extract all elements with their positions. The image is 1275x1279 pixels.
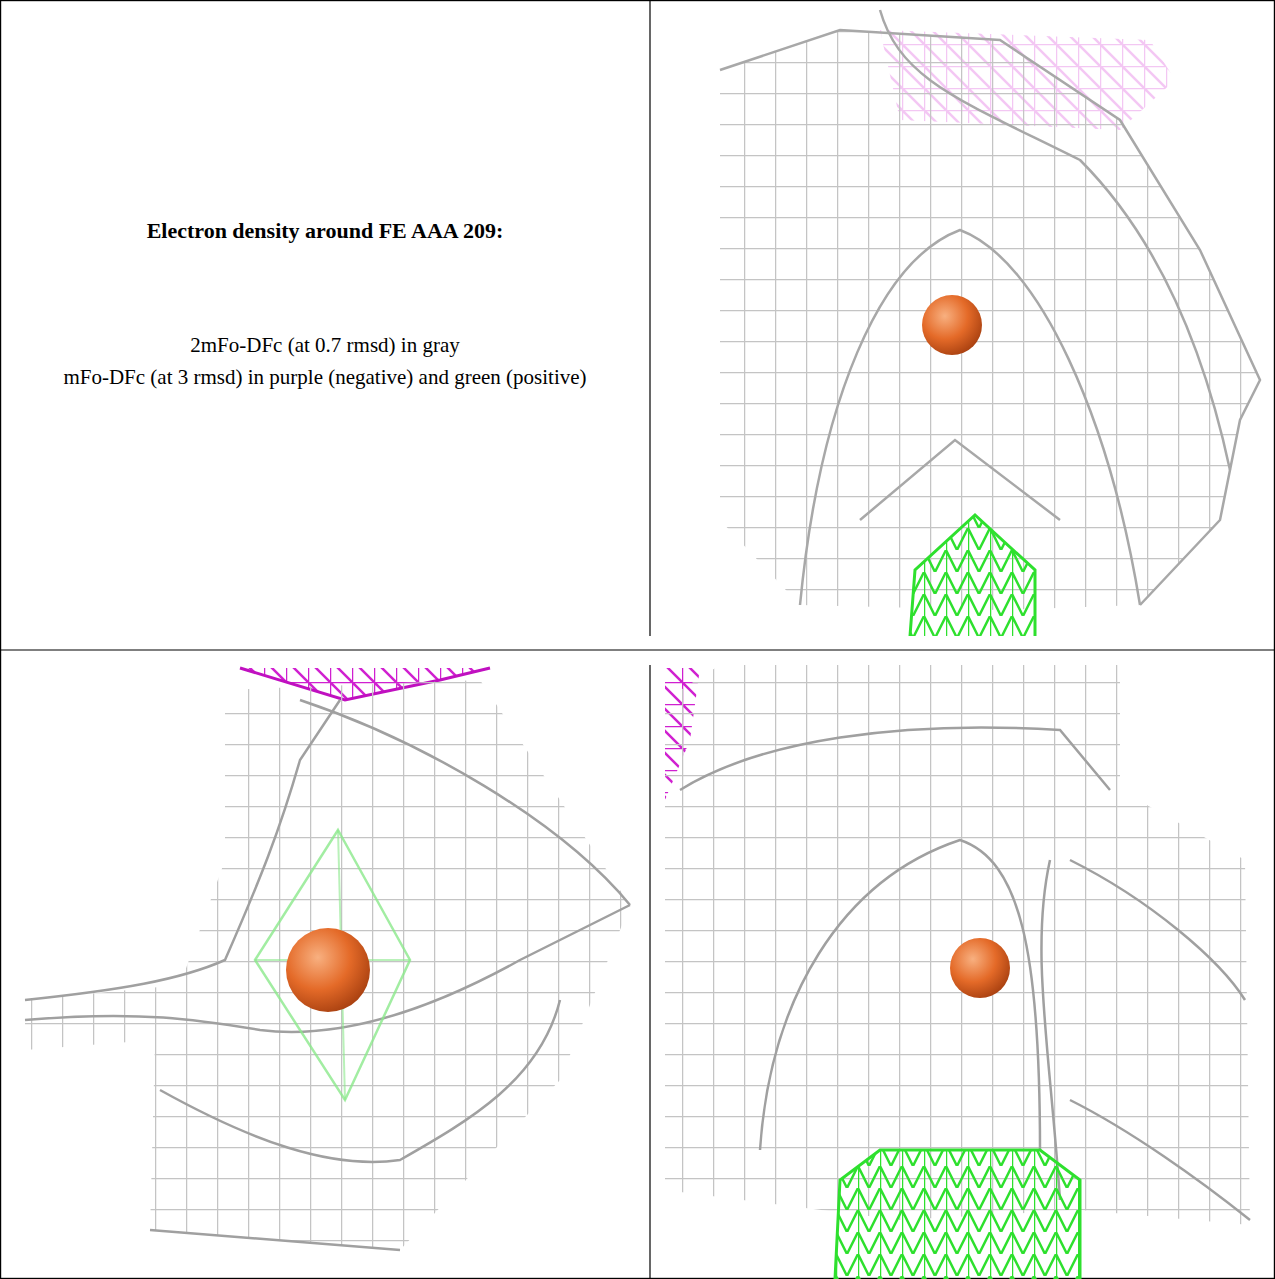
map-description: mFo-DFc (at 3 rmsd) in purple (negative)… — [60, 362, 590, 392]
panel-title: Electron density around FE AAA 209: — [20, 218, 630, 244]
legend-panel: Electron density around FE AAA 209: 2mFo-… — [0, 0, 650, 650]
map-description: 2mFo-DFc (at 0.7 rmsd) in gray — [60, 330, 590, 360]
